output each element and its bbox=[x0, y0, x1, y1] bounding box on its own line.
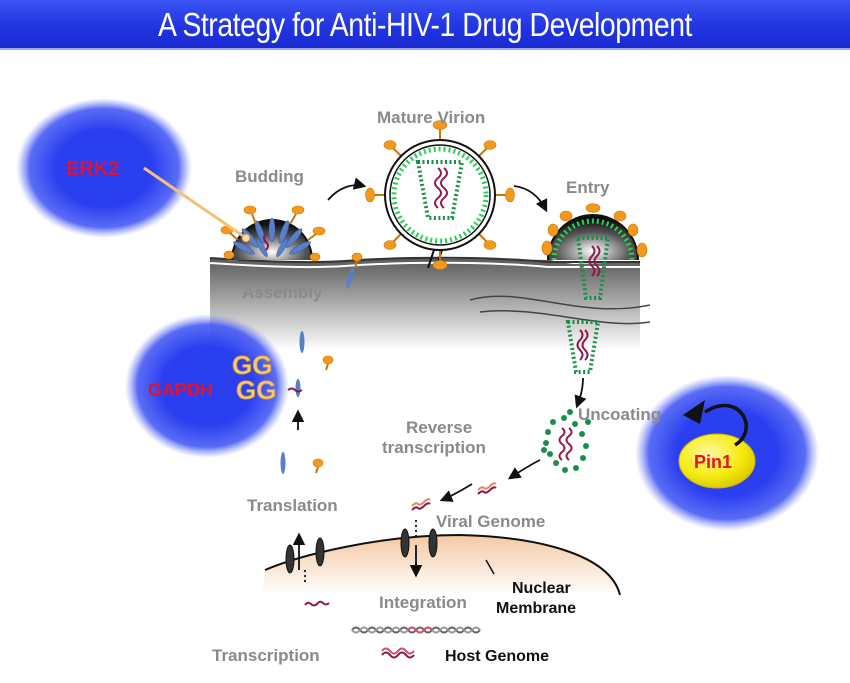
label-transcription: Transcription bbox=[212, 646, 320, 665]
label-entry: Entry bbox=[566, 178, 610, 197]
host-cell-cytoplasm bbox=[210, 258, 640, 350]
hiv-lifecycle-diagram: Mature Virion Budding Entry Assembly Unc… bbox=[16, 98, 819, 665]
budding-virion bbox=[220, 205, 326, 262]
label-assembly: Assembly bbox=[242, 283, 323, 302]
pin1-isomerization-arrow bbox=[704, 403, 748, 447]
label-membrane: Membrane bbox=[496, 600, 576, 617]
label-budding: Budding bbox=[235, 167, 304, 186]
nuclear-pore-icon bbox=[428, 528, 438, 558]
arrow-head-icon bbox=[683, 400, 705, 424]
label-mature-virion: Mature Virion bbox=[377, 108, 485, 127]
viral-proteins bbox=[280, 252, 363, 474]
label-gg-top: GG bbox=[232, 350, 272, 380]
erk2-target-dot bbox=[241, 233, 251, 243]
page-title: A Strategy for Anti-HIV-1 Drug Developme… bbox=[157, 6, 693, 43]
mature-virion bbox=[365, 120, 515, 270]
label-host-genome: Host Genome bbox=[445, 648, 549, 665]
erk2-blob bbox=[16, 98, 192, 238]
nucleus bbox=[262, 528, 621, 596]
title-bar: A Strategy for Anti-HIV-1 Drug Developme… bbox=[0, 0, 850, 50]
entry-virion bbox=[541, 203, 648, 300]
cytoskeleton-fiber bbox=[469, 295, 651, 310]
label-pin1: Pin1 bbox=[694, 452, 732, 472]
process-arrows bbox=[291, 177, 587, 578]
capsid-core bbox=[565, 320, 601, 374]
pin1-ellipse bbox=[678, 433, 756, 489]
label-translation: Translation bbox=[247, 496, 338, 515]
label-gapdh: GAPDH bbox=[148, 380, 213, 400]
gapdh-blob bbox=[125, 314, 289, 458]
cytoskeleton-fiber bbox=[479, 310, 651, 325]
rna-dna-strand bbox=[411, 482, 497, 511]
label-integration: Integration bbox=[379, 593, 467, 612]
nuclear-pore-icon bbox=[285, 544, 295, 574]
label-nuclear: Nuclear bbox=[512, 580, 571, 597]
nuclear-pore-icon bbox=[400, 528, 410, 558]
label-reverse-transcription-line1: Reverse bbox=[406, 418, 472, 437]
erk2-pointer-line bbox=[143, 166, 247, 240]
label-uncoating: Uncoating bbox=[578, 405, 661, 424]
label-viral-genome: Viral Genome bbox=[436, 512, 545, 531]
nuclear-pore-icon bbox=[315, 537, 325, 567]
label-reverse-transcription-line2: transcription bbox=[382, 438, 486, 457]
host-genome-dna bbox=[304, 600, 481, 659]
label-erk2: ERK2 bbox=[66, 158, 119, 180]
label-gg-bottom: GG bbox=[236, 375, 276, 405]
uncoating-capsid bbox=[541, 409, 591, 473]
